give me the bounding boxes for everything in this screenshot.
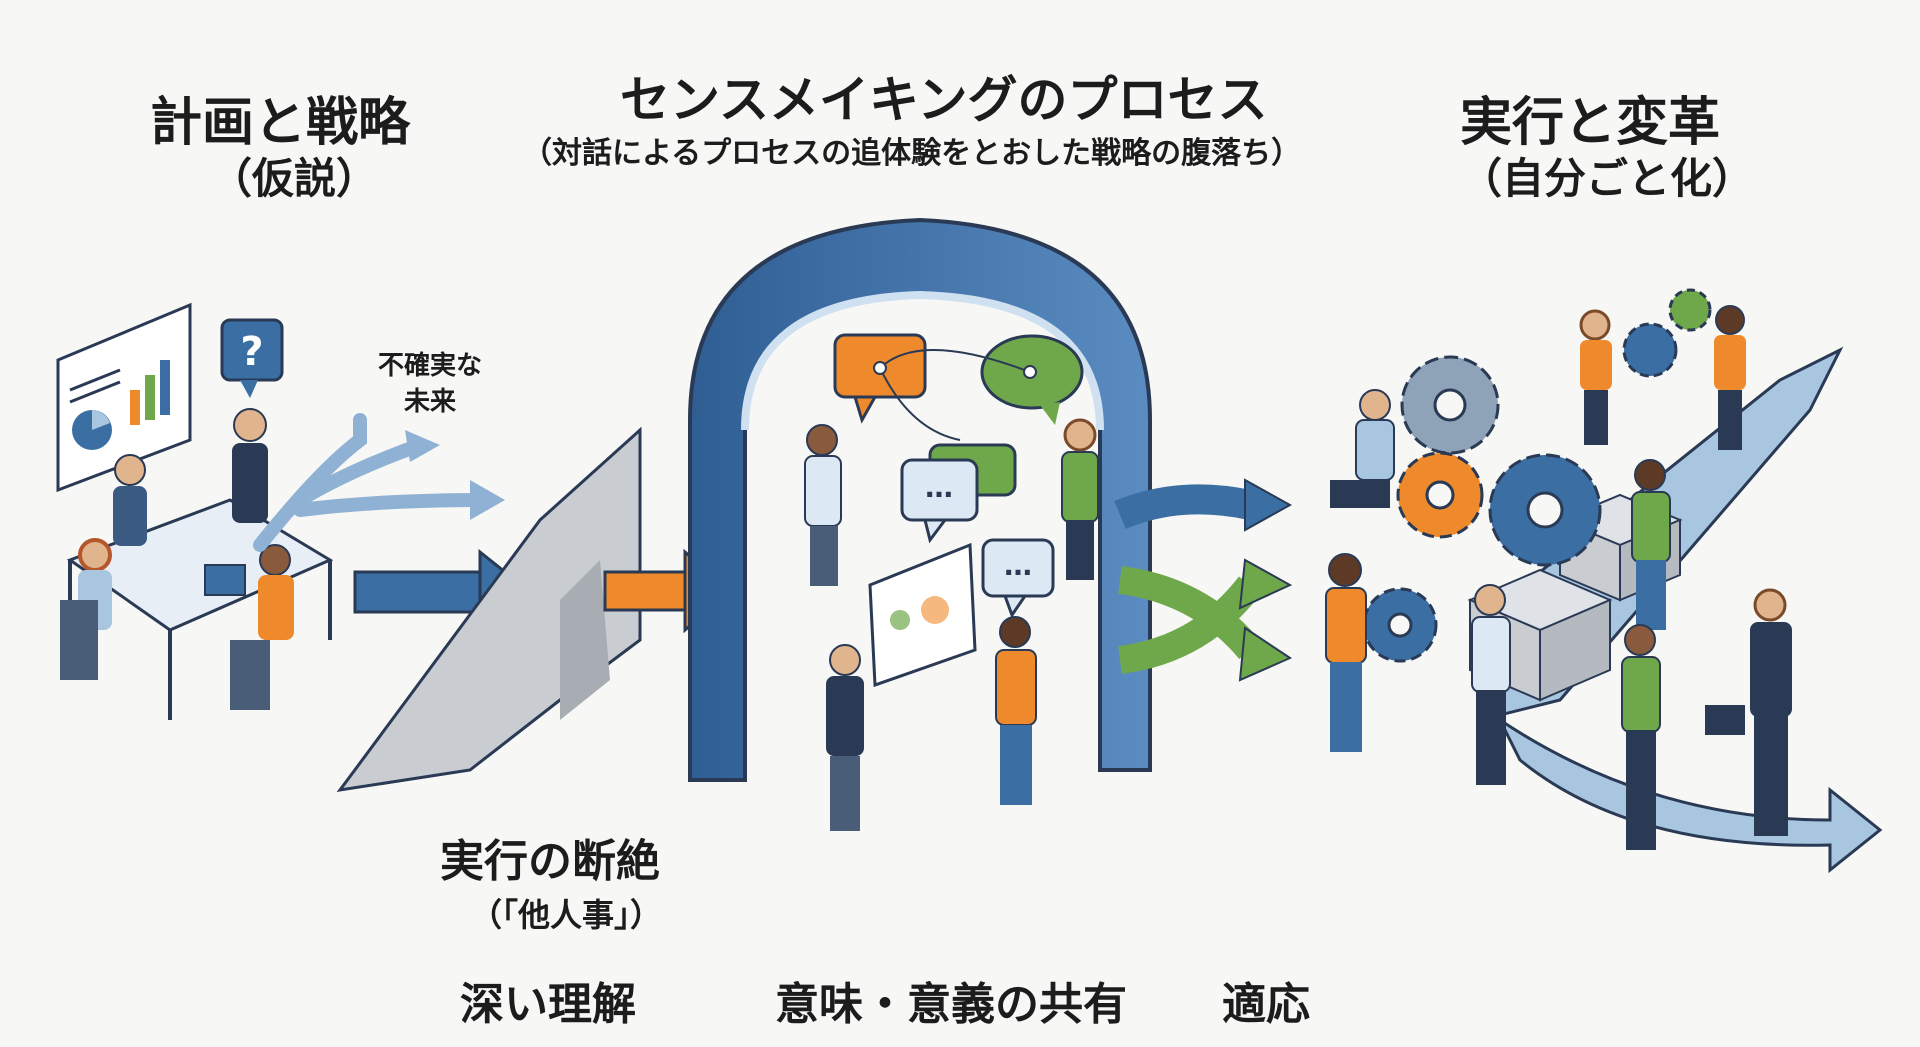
chair <box>230 640 270 710</box>
person-seated-woman <box>113 454 147 546</box>
arrow-head <box>470 480 505 520</box>
sensemaking-subtitle: （対話によるプロセスの追体験をとおした戦略の腹落ち） <box>522 136 1302 171</box>
speech-dots: … <box>1004 549 1032 582</box>
keyword-adaptation: 適応 <box>1222 979 1310 1030</box>
uncertain-future-line2: 未来 <box>404 387 457 417</box>
arch-output-arrows <box>1114 478 1293 682</box>
speech-bubble-green <box>980 334 1084 425</box>
transformation-people <box>1325 305 1792 850</box>
person-green-shirt <box>1631 459 1671 630</box>
gear-icon <box>1622 322 1678 378</box>
sensemaking-title: センスメイキングのプロセス <box>620 71 1268 129</box>
person-man-orange <box>995 616 1037 805</box>
speech-bubble-orange <box>833 333 927 424</box>
speech-bubble-dots: … <box>900 458 979 544</box>
presentation-board <box>56 302 192 493</box>
keyword-shared-meaning: 意味・意義の共有 <box>775 979 1127 1030</box>
planning-strategy-subtitle: （仮説） <box>210 154 379 203</box>
question-mark: ? <box>240 329 263 375</box>
person-orange-top <box>1579 309 1612 445</box>
person-orange-left <box>1325 553 1367 752</box>
person-woman-walking <box>1621 624 1661 850</box>
keyword-deep-understanding: 深い理解 <box>460 979 636 1030</box>
gear-icon <box>1668 288 1712 332</box>
speech-bubble-dots-2: … <box>981 538 1055 619</box>
person-light-shirt <box>1471 584 1511 785</box>
uncertain-future-arrows <box>253 413 492 552</box>
chair <box>60 600 98 680</box>
execution-gap-label: 実行の断絶 <box>440 836 660 887</box>
execution-transformation-title: 実行と変革 <box>1460 93 1721 153</box>
person-woman-green <box>1061 418 1099 580</box>
question-bubble: ? <box>220 318 284 398</box>
person-standing-presenter <box>232 408 268 523</box>
briefcase-icon <box>1705 705 1745 735</box>
uncertain-future-label: 不確実な 未来 <box>378 348 482 420</box>
person-orange-top-2 <box>1714 305 1746 450</box>
execution-transformation-subtitle: （自分ごと化） <box>1460 154 1755 203</box>
uncertain-future-line1: 不確実な <box>378 351 483 381</box>
strategy-map-board <box>868 542 977 688</box>
execution-gap-sublabel: （「他人事」） <box>470 896 663 934</box>
dialogue-bubbles: … … <box>833 333 1084 619</box>
person-kneeling <box>1330 389 1395 508</box>
person-man-briefcase <box>1705 588 1792 836</box>
arch-people <box>804 418 1099 831</box>
planning-meeting-scene: ? <box>56 302 334 720</box>
arrow-head <box>405 430 440 462</box>
speech-dots: … <box>925 471 953 504</box>
gears <box>1362 288 1712 663</box>
execution-gap-chasm <box>336 426 642 793</box>
planning-strategy-title: 計画と戦略 <box>150 93 411 153</box>
person-woman-tablet <box>804 424 842 586</box>
sensemaking-arch <box>688 217 1152 782</box>
person-seated-laptop <box>204 544 294 640</box>
person-man-suit <box>826 644 864 831</box>
